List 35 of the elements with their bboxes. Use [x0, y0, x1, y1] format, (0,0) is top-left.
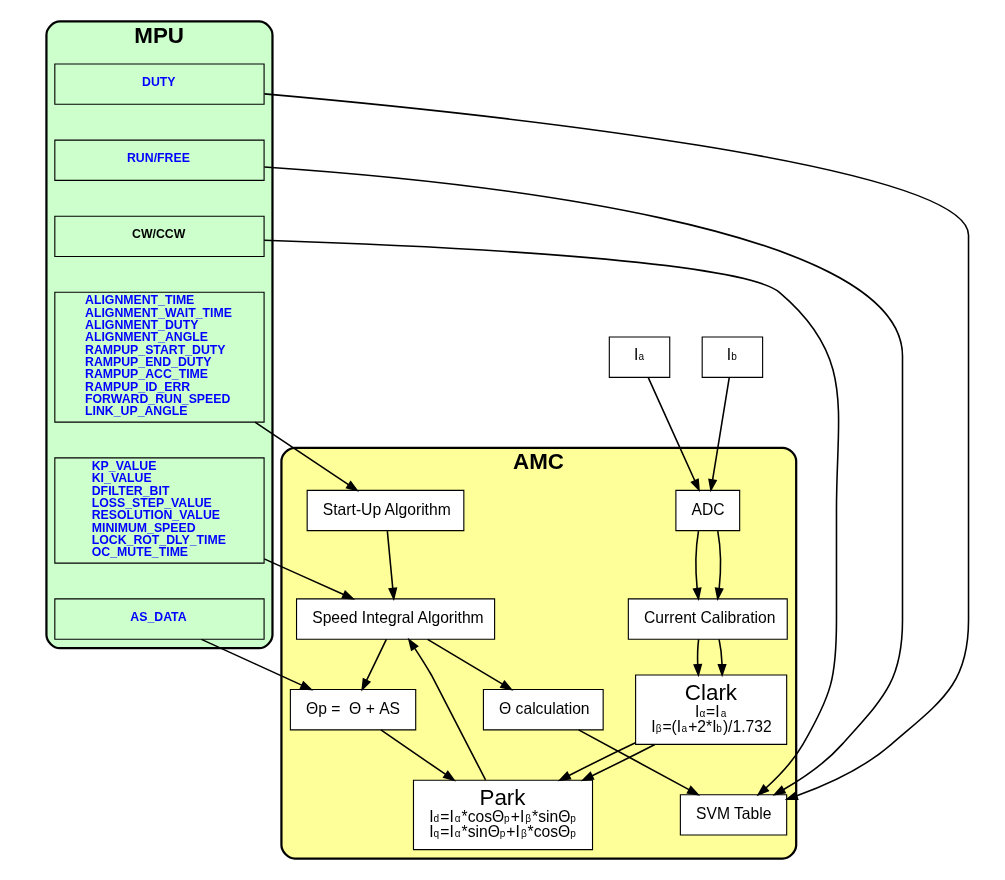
- arrow: [692, 638, 702, 678]
- arrow: [716, 638, 727, 678]
- node-box: Ia: [608, 336, 670, 378]
- arrow: [691, 530, 702, 601]
- arrow: [714, 530, 724, 601]
- node-box: Park Id=Iα*cosΘp+Iβ*sinΘp Iq=Iα*sinΘp+Iβ*cosΘp: [412, 779, 593, 851]
- arrow: [360, 638, 387, 692]
- node-box: Start-Up Algorithm: [306, 489, 464, 532]
- arrow: [386, 530, 397, 601]
- arrow: [707, 376, 730, 493]
- node-box: Clark Iα=Ia Iβ=(Ia+2*Ib)/1.732: [634, 674, 787, 745]
- node-box: DUTY: [53, 63, 265, 105]
- arrow: [379, 729, 456, 782]
- node-box: ALIGNMENT_TIME ALIGNMENT_WAIT_TIME ALIGNMENT_DUTY ALIGNMENT_ANGLE RAMPUP_START_DUTY RAMPUP_END_DUTY RAMPUP_ACC_TIME RAMPUP_ID_ERR FORWARD_RUN_SPEED LINK_UP_ANGLE: [53, 291, 265, 423]
- node-box: Speed Integral Algorithm: [295, 598, 495, 640]
- arrow: [407, 637, 486, 781]
- arrow: [262, 239, 839, 797]
- arrow: [263, 93, 969, 800]
- arrow: [253, 421, 359, 492]
- node-box: KP_VALUE KI_VALUE DFILTER_BIT LOSS_STEP_VALUE RESOLUTION_VALUE MINIMUM_SPEED LOCK_ROT_DLY_TIME OC_MUTE_TIME: [53, 457, 265, 564]
- node-box: CW/CCW: [53, 215, 265, 258]
- node-box: ADC: [674, 489, 740, 532]
- arrow: [557, 742, 636, 782]
- arrow: [426, 638, 513, 691]
- node-box: Θ calculation: [482, 689, 604, 731]
- arrow: [577, 729, 700, 796]
- node-box: Current Calibration: [627, 598, 788, 640]
- arrow: [580, 743, 656, 782]
- node-box: Ib: [701, 336, 763, 378]
- arrow: [646, 376, 700, 493]
- node-box: AS_DATA: [53, 598, 265, 640]
- arrow: [263, 166, 903, 796]
- node-box: SVM Table: [679, 794, 787, 836]
- node-box: RUN/FREE: [53, 139, 265, 181]
- node-box: Θp = Θ + AS: [289, 689, 416, 731]
